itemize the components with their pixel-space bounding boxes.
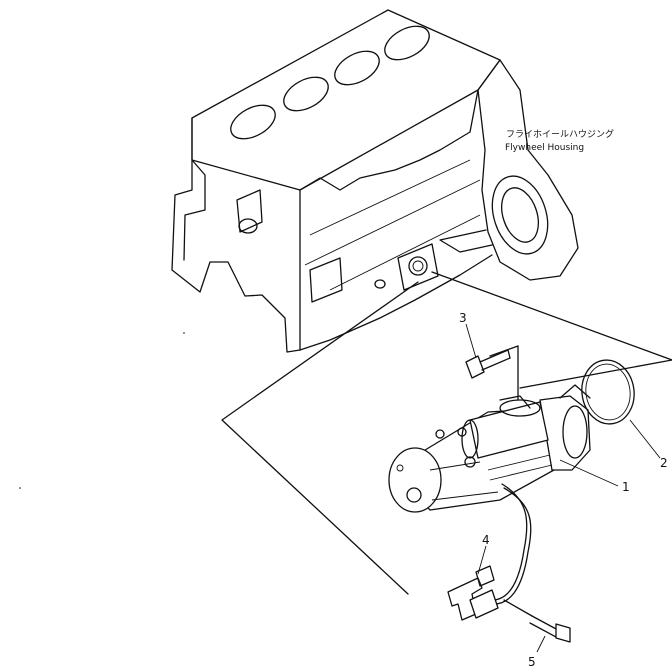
callout-2: 2 xyxy=(629,419,668,470)
clip-bolt xyxy=(503,599,571,643)
caption-english: Flywheel Housing xyxy=(505,143,584,153)
callout-3: 3 xyxy=(459,311,477,359)
callout-label-2: 2 xyxy=(660,456,668,470)
mounting-bolt xyxy=(465,349,511,379)
starter-motor xyxy=(388,384,591,513)
callout-label-3: 3 xyxy=(459,311,467,325)
o-ring xyxy=(581,359,635,425)
callout-label-5: 5 xyxy=(528,655,536,669)
callout-label-4: 4 xyxy=(482,533,490,547)
callout-5: 5 xyxy=(528,635,546,669)
caption-japanese: フライホイールハウジング xyxy=(506,128,614,140)
wire-harness xyxy=(491,483,532,605)
callout-label-1: 1 xyxy=(622,480,630,494)
assembly-guide-lines xyxy=(221,271,672,595)
ground-strap xyxy=(447,565,499,621)
stray-dot xyxy=(183,332,185,334)
engine-block xyxy=(171,9,579,353)
callout-4: 4 xyxy=(477,533,490,575)
flywheel-housing-caption: フライホイールハウジング Flywheel Housing xyxy=(505,128,614,153)
stray-dot xyxy=(19,487,21,489)
callout-1: 1 xyxy=(559,459,630,494)
